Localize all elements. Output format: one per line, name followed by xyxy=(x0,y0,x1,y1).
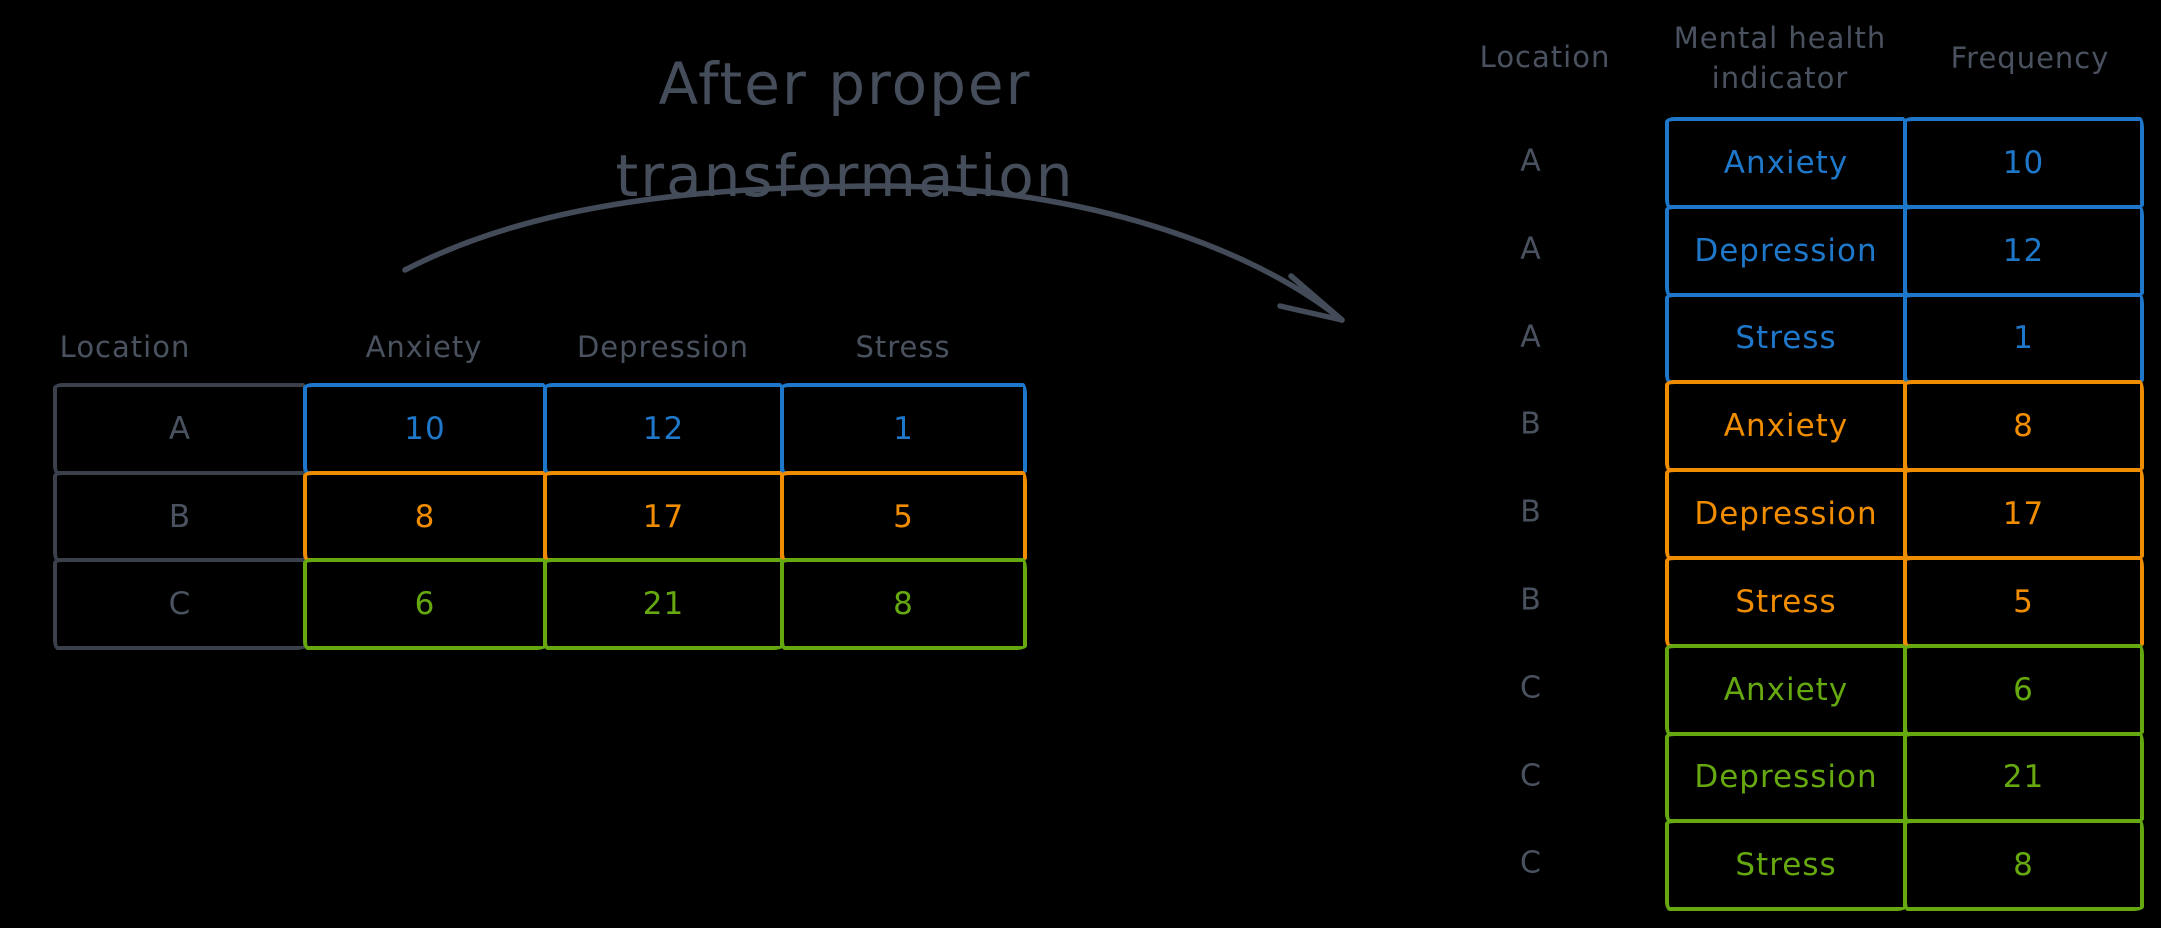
left-value-cell-C-stress: 8 xyxy=(780,558,1027,651)
left-value-cell-B-anxiety: 8 xyxy=(303,470,547,563)
arrow-shaft xyxy=(402,183,1345,323)
right-indicator-cell-1: Depression xyxy=(1665,204,1907,297)
left-value-cell-B-depression: 17 xyxy=(543,470,784,563)
right-frequency-cell-2: 1 xyxy=(1903,292,2144,385)
right-location-label-0: A xyxy=(1520,143,1542,179)
right-frequency-cell-7: 21 xyxy=(1903,731,2144,824)
left-value-cell-A-anxiety: 10 xyxy=(303,383,547,475)
right-location-label-4: B xyxy=(1520,494,1542,530)
right-header-indicator: Mental health indicator xyxy=(1674,18,1886,98)
left-value-cell-C-depression: 21 xyxy=(543,558,784,651)
left-location-cell-A: A xyxy=(53,383,307,475)
right-frequency-cell-1: 12 xyxy=(1903,204,2144,297)
title-line-1: After proper xyxy=(658,50,1032,118)
left-header-depression: Depression xyxy=(576,330,750,364)
left-value-cell-B-stress: 5 xyxy=(780,470,1027,563)
right-location-label-7: C xyxy=(1520,758,1542,793)
arrow-barb-upper xyxy=(1288,273,1345,323)
left-value-cell-C-anxiety: 6 xyxy=(303,558,547,651)
right-frequency-cell-5: 5 xyxy=(1903,556,2144,648)
right-indicator-cell-2: Stress xyxy=(1665,292,1907,385)
right-indicator-cell-8: Stress xyxy=(1665,819,1907,912)
left-location-cell-C: C xyxy=(53,558,307,651)
left-header-location: Location xyxy=(59,330,191,364)
right-header-frequency: Frequency xyxy=(1950,41,2110,75)
right-frequency-cell-8: 8 xyxy=(1903,819,2144,912)
right-frequency-cell-6: 6 xyxy=(1903,643,2144,736)
right-indicator-cell-3: Anxiety xyxy=(1665,380,1907,473)
right-frequency-cell-3: 8 xyxy=(1903,380,2144,473)
title-line-2: transformation xyxy=(615,142,1075,210)
left-location-cell-B: B xyxy=(53,470,307,563)
arrow-barb-lower xyxy=(1277,303,1345,323)
right-location-label-2: A xyxy=(1520,319,1542,354)
right-header-location: Location xyxy=(1479,40,1611,74)
right-frequency-cell-0: 10 xyxy=(1903,117,2144,209)
left-value-cell-A-stress: 1 xyxy=(780,383,1027,475)
right-location-label-1: A xyxy=(1520,231,1542,267)
right-indicator-cell-5: Stress xyxy=(1665,556,1907,648)
right-location-label-8: C xyxy=(1520,845,1542,881)
left-header-stress: Stress xyxy=(855,330,951,364)
right-location-label-6: C xyxy=(1520,670,1542,706)
right-header-indicator-line-2: indicator xyxy=(1711,61,1849,95)
right-frequency-cell-4: 17 xyxy=(1903,468,2144,560)
right-indicator-cell-4: Depression xyxy=(1665,468,1907,560)
left-header-anxiety: Anxiety xyxy=(365,330,483,364)
right-indicator-cell-6: Anxiety xyxy=(1665,643,1907,736)
right-location-label-3: B xyxy=(1520,406,1542,442)
right-indicator-cell-7: Depression xyxy=(1665,731,1907,824)
right-header-indicator-line-1: Mental health xyxy=(1673,21,1887,55)
left-value-cell-A-depression: 12 xyxy=(543,383,784,475)
diagram-title: After proper transformation xyxy=(616,38,1075,222)
right-indicator-cell-0: Anxiety xyxy=(1665,117,1907,209)
right-location-label-5: B xyxy=(1520,582,1542,618)
